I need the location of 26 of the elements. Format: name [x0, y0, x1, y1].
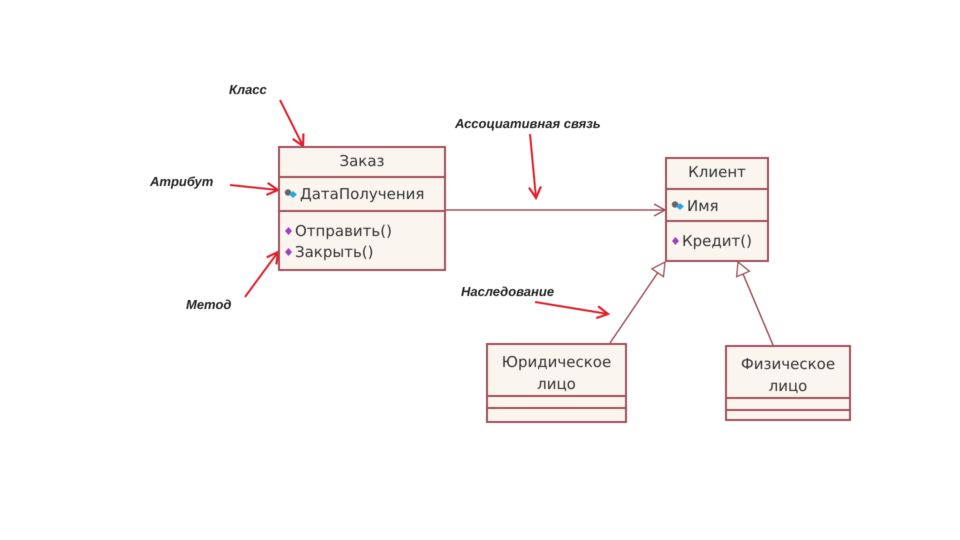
class-box	[665, 157, 769, 262]
class-name: Юридическое лицо	[500, 352, 612, 395]
leader-line	[534, 301, 610, 320]
class-name: Клиент	[687, 162, 747, 181]
method-name: Отправить()	[295, 222, 392, 240]
class-box	[486, 343, 627, 423]
inheritance-arrow	[609, 261, 666, 344]
attribute-name: Имя	[687, 196, 719, 214]
annotation-text: Класс	[229, 82, 289, 100]
annotation-text: Атрибут	[150, 174, 230, 192]
class-box	[278, 146, 446, 271]
class-name: Заказ	[338, 151, 386, 170]
leader-line	[279, 100, 305, 148]
method-name: Закрыть()	[295, 242, 374, 260]
method-name: Кредит()	[682, 232, 752, 250]
association-arrow	[446, 203, 666, 217]
attribute-name: ДатаПолучения	[300, 184, 424, 202]
inheritance-arrow	[736, 261, 774, 346]
annotation-text: Ассоциативная связь	[455, 116, 635, 134]
class-box	[725, 345, 851, 421]
annotation-text: Метод	[186, 297, 248, 315]
annotation-text: Наследование	[461, 284, 579, 302]
leader-line	[528, 134, 542, 200]
leader-line	[230, 182, 280, 196]
leader-line	[244, 250, 280, 298]
class-name: Физическое лицо	[740, 354, 836, 397]
